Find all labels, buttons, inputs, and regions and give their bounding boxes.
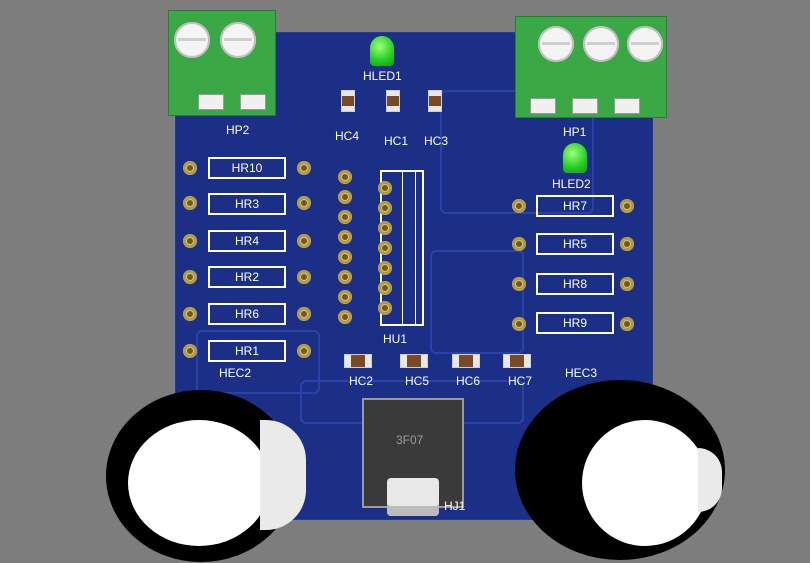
label-hec2: HEC2	[219, 366, 252, 380]
pad	[183, 344, 197, 358]
pad	[297, 234, 311, 248]
ic-pin	[338, 210, 352, 224]
pad	[183, 270, 197, 284]
wire-slot	[530, 98, 556, 114]
resistor-hr6[interactable]: HR6	[208, 303, 286, 325]
pad	[620, 317, 634, 331]
trace	[196, 330, 320, 394]
pad	[183, 307, 197, 321]
pad	[183, 161, 197, 175]
label-hj1: HJ1	[444, 499, 466, 513]
label-hc2: HC2	[349, 374, 374, 388]
screw-icon	[627, 26, 663, 62]
resistor-hr9[interactable]: HR9	[536, 312, 614, 334]
pad	[512, 199, 526, 213]
label-hled1: HLED1	[363, 69, 402, 83]
wire-slot	[240, 94, 266, 110]
label-hc7: HC7	[508, 374, 533, 388]
ic-hu1-inner	[402, 170, 416, 326]
ic-pin	[338, 250, 352, 264]
trace	[430, 250, 524, 354]
ic-pin	[338, 310, 352, 324]
label-hc3: HC3	[424, 134, 449, 148]
wire-slot	[198, 94, 224, 110]
ic-pin	[378, 301, 392, 315]
resistor-hr3[interactable]: HR3	[208, 193, 286, 215]
label-hp1: HP1	[563, 125, 587, 139]
pad	[297, 344, 311, 358]
ic-pin	[338, 290, 352, 304]
pad	[512, 237, 526, 251]
screw-icon	[538, 26, 574, 62]
resistor-hr1[interactable]: HR1	[208, 340, 286, 362]
wire-slot	[572, 98, 598, 114]
ic-pin	[338, 270, 352, 284]
pad	[512, 317, 526, 331]
ic-pin	[378, 281, 392, 295]
screw-icon	[583, 26, 619, 62]
label-hc1: HC1	[384, 134, 409, 148]
screw-icon	[220, 22, 256, 58]
wire-slot	[614, 98, 640, 114]
capacitor-hc2[interactable]	[344, 354, 372, 368]
ic-pin	[378, 241, 392, 255]
capacitor-hc3[interactable]	[428, 90, 442, 112]
resistor-hr2[interactable]: HR2	[208, 266, 286, 288]
led-hled2[interactable]	[563, 143, 587, 173]
pad	[297, 161, 311, 175]
led-hled1[interactable]	[370, 36, 394, 66]
resistor-hr8[interactable]: HR8	[536, 273, 614, 295]
label-hled2: HLED2	[552, 177, 591, 191]
capacitor-top	[582, 420, 708, 546]
pad	[183, 196, 197, 210]
pad	[620, 277, 634, 291]
pad	[512, 277, 526, 291]
capacitor-hc4[interactable]	[341, 90, 355, 112]
capacitor-band	[260, 420, 306, 530]
pad	[297, 196, 311, 210]
pad	[620, 199, 634, 213]
ic-pin	[378, 261, 392, 275]
screw-icon	[174, 22, 210, 58]
ic-pin	[378, 221, 392, 235]
ic-pin	[338, 170, 352, 184]
ic-pin	[378, 201, 392, 215]
label-hp2: HP2	[226, 123, 250, 137]
jack-marking: 3F07	[396, 433, 424, 447]
resistor-hr10[interactable]: HR10	[208, 157, 286, 179]
pad	[297, 307, 311, 321]
label-hc4: HC4	[335, 129, 360, 143]
resistor-hr5[interactable]: HR5	[536, 233, 614, 255]
pad	[620, 237, 634, 251]
capacitor-hc6[interactable]	[452, 354, 480, 368]
resistor-hr4[interactable]: HR4	[208, 230, 286, 252]
ic-pin	[338, 230, 352, 244]
label-hc6: HC6	[456, 374, 481, 388]
capacitor-hc1[interactable]	[386, 90, 400, 112]
resistor-hr7[interactable]: HR7	[536, 195, 614, 217]
capacitor-hc5[interactable]	[400, 354, 428, 368]
pad	[183, 234, 197, 248]
capacitor-hc7[interactable]	[503, 354, 531, 368]
jack-socket	[387, 478, 439, 516]
label-hc5: HC5	[405, 374, 430, 388]
pad	[297, 270, 311, 284]
ic-pin	[338, 190, 352, 204]
label-hec3: HEC3	[565, 366, 598, 380]
ic-pin	[378, 181, 392, 195]
capacitor-top	[128, 420, 270, 546]
label-hu1: HU1	[383, 332, 408, 346]
